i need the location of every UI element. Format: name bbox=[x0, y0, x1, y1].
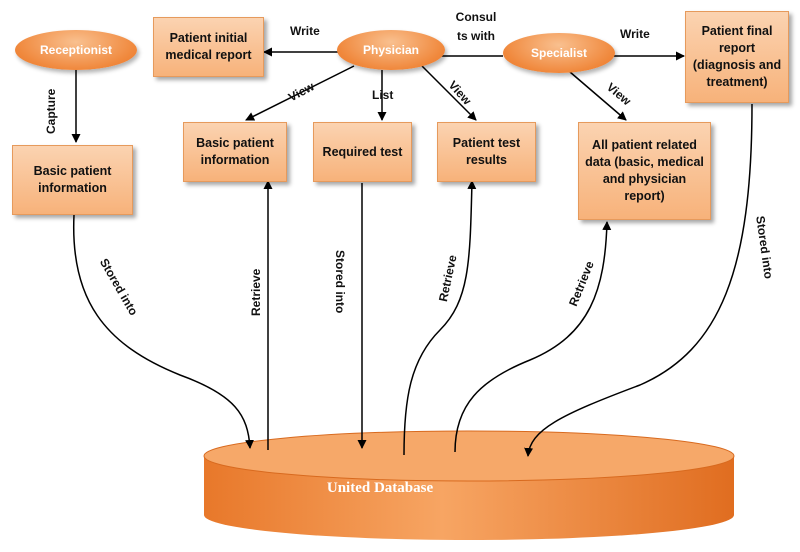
physician-label: Physician bbox=[362, 43, 420, 57]
physician-node: Physician bbox=[337, 30, 445, 70]
specialist-label: Specialist bbox=[530, 46, 588, 60]
final-report-box: Patient final report (diagnosis and trea… bbox=[685, 11, 789, 103]
all-data-box: All patient related data (basic, medical… bbox=[578, 122, 711, 220]
receptionist-node: Receptionist bbox=[15, 30, 137, 70]
receptionist-label: Receptionist bbox=[39, 43, 112, 57]
write-label-specialist: Write bbox=[620, 27, 650, 41]
all-data-text: All patient related data (basic, medical… bbox=[585, 138, 704, 203]
retrieve-label-basic-info: Retrieve bbox=[249, 268, 263, 316]
consults-with-label: Consul ts with bbox=[455, 10, 497, 43]
arrow-basic-info-stored-into-db bbox=[72, 214, 255, 449]
initial-report-box: Patient initial medical report bbox=[153, 17, 264, 77]
required-test-text: Required test bbox=[322, 144, 403, 159]
arrow-specialist-to-all-data bbox=[569, 71, 627, 121]
list-label: List bbox=[372, 88, 394, 102]
database-cylinder bbox=[203, 430, 735, 540]
basic-info-left-box: Basic patient information bbox=[12, 145, 133, 215]
basic-info-mid-box: Basic patient information bbox=[183, 122, 287, 182]
stored-into-label-mid: Stored into bbox=[333, 250, 347, 314]
united-database-label: United Database bbox=[326, 480, 434, 496]
write-label-physician: Write bbox=[290, 24, 320, 38]
final-report-text: Patient final report (diagnosis and trea… bbox=[692, 24, 782, 89]
test-results-box: Patient test results bbox=[437, 122, 536, 182]
required-test-box: Required test bbox=[313, 122, 412, 182]
basic-info-mid-text: Basic patient information bbox=[196, 136, 274, 167]
arrow-db-retrieve-test-results bbox=[403, 180, 477, 456]
arrow-physician-to-test-results bbox=[421, 65, 477, 121]
test-results-text: Patient test results bbox=[452, 136, 521, 167]
arrow-physician-to-basic-info bbox=[245, 65, 355, 121]
arrow-final-report-stored-into-db bbox=[524, 103, 753, 457]
capture-label: Capture bbox=[44, 88, 58, 134]
basic-info-left-text: Basic patient information bbox=[33, 164, 112, 195]
specialist-node: Specialist bbox=[503, 33, 615, 73]
initial-report-text: Patient initial medical report bbox=[165, 31, 252, 62]
arrow-db-retrieve-all-data bbox=[454, 221, 612, 453]
